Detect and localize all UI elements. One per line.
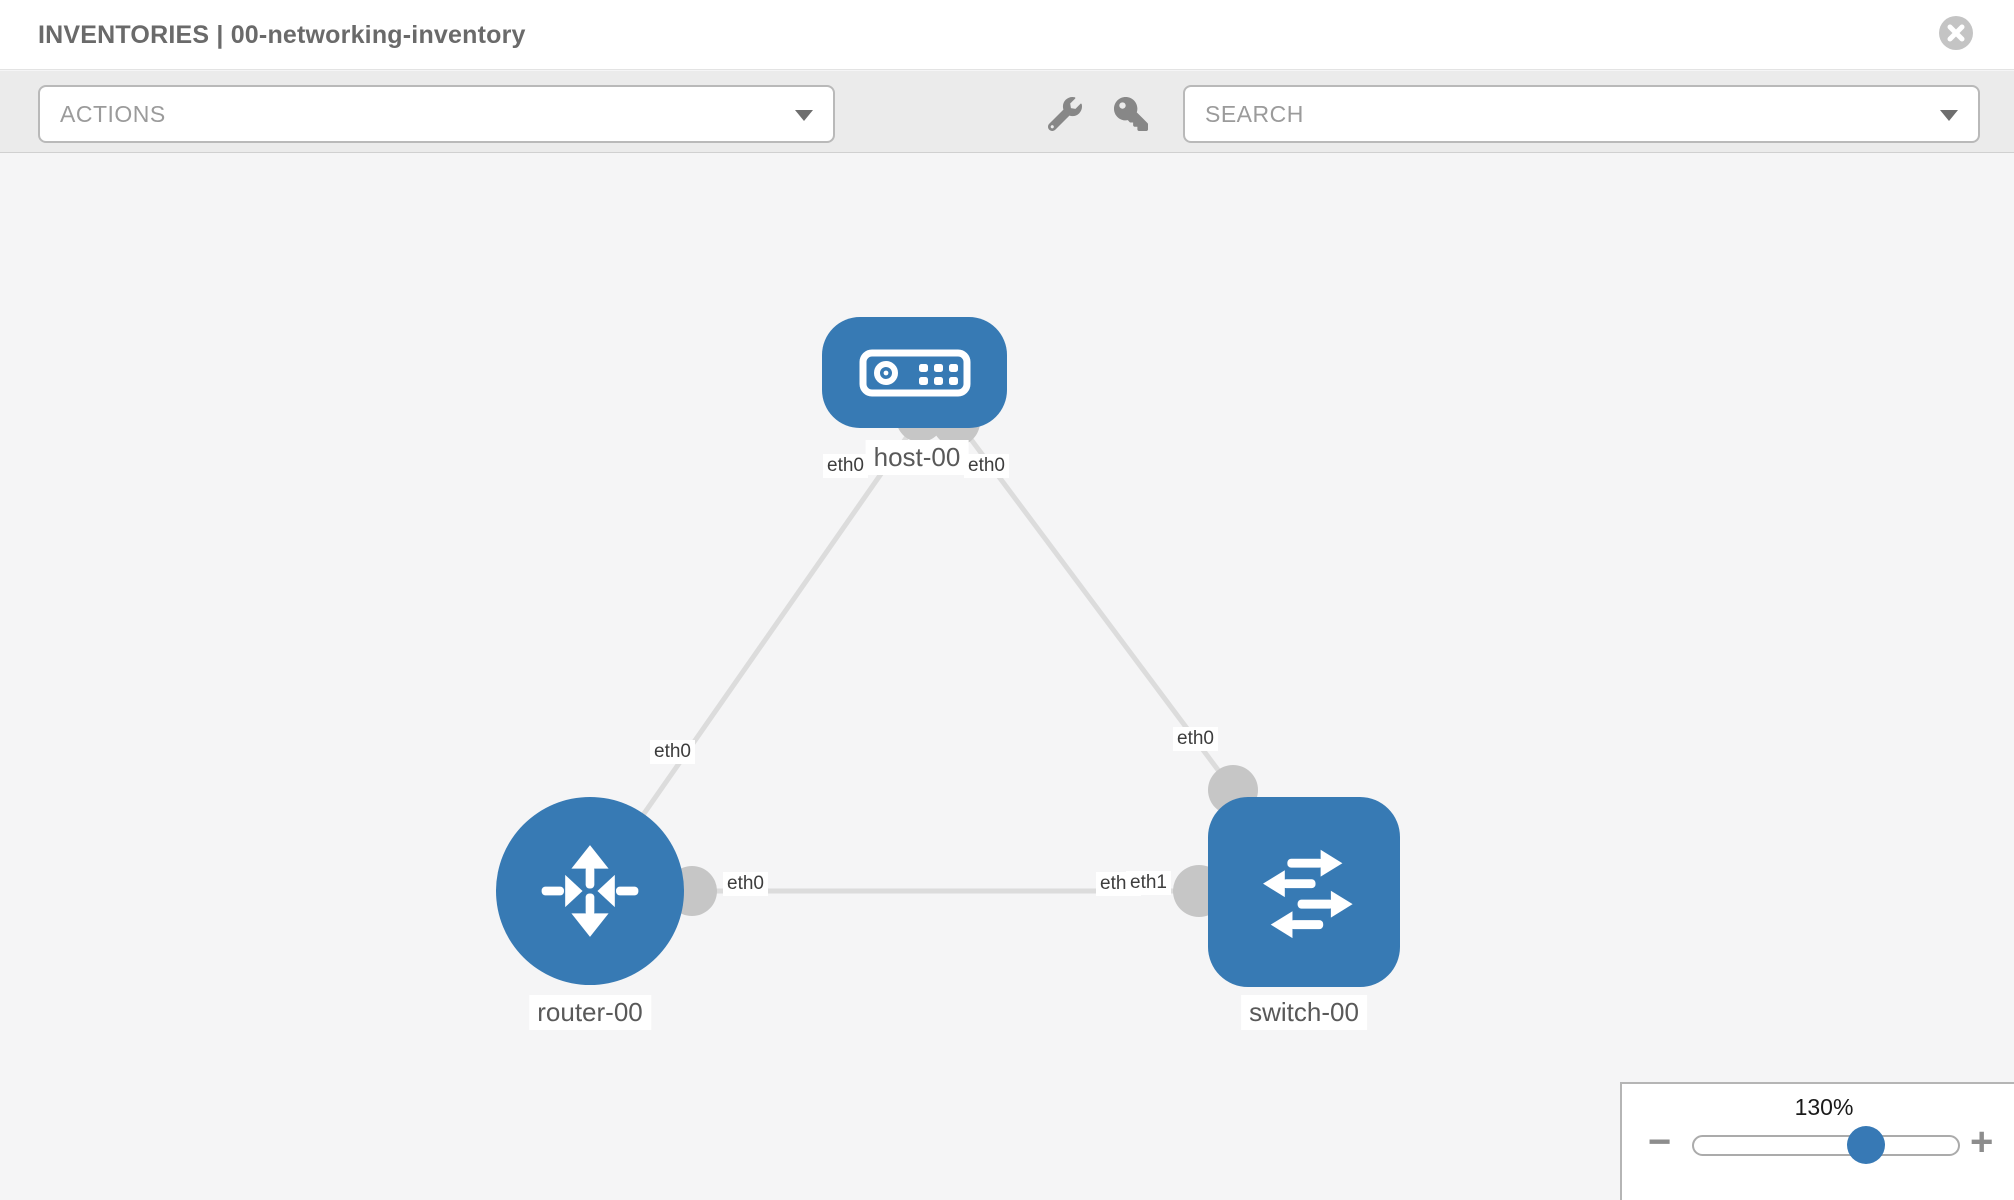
chevron-down-icon [1940, 110, 1958, 121]
node-router-00[interactable] [496, 797, 684, 985]
wrench-icon [1047, 97, 1082, 132]
node-label-router-00: router-00 [529, 995, 651, 1030]
search-dropdown-label: SEARCH [1205, 101, 1304, 127]
zoom-in-button[interactable]: + [1970, 1120, 1994, 1164]
node-host-00[interactable] [822, 317, 1007, 428]
key-icon [1114, 97, 1148, 131]
interface-label-host-eth0-right: eth0 [964, 454, 1009, 478]
search-dropdown[interactable]: SEARCH [1183, 85, 1980, 143]
toolbar: ACTIONS SEARCH [0, 71, 2014, 153]
topology-canvas[interactable]: host-00 router-00 switch-00 eth0 eth0 et… [0, 153, 2014, 1200]
interface-label-switch-eth0: eth0 [1173, 727, 1218, 751]
actions-dropdown-label: ACTIONS [60, 101, 166, 127]
zoom-slider-track[interactable] [1692, 1135, 1960, 1156]
node-label-switch-00: switch-00 [1241, 995, 1367, 1030]
close-button[interactable] [1939, 16, 1973, 50]
interface-label-host-eth0-left: eth0 [823, 454, 868, 478]
node-label-host-00: host-00 [865, 440, 969, 475]
interface-label-router-eth0-uplink: eth0 [650, 740, 695, 764]
zoom-level-label: 130% [1794, 1094, 1854, 1120]
node-switch-00[interactable] [1208, 797, 1400, 987]
topology-links-layer [587, 394, 1304, 917]
router-icon [541, 845, 639, 937]
key-button[interactable] [1114, 97, 1148, 136]
chevron-down-icon [795, 110, 813, 121]
close-icon [1939, 16, 1973, 50]
zoom-out-button[interactable]: − [1648, 1120, 1672, 1164]
page-title: INVENTORIES | 00-networking-inventory [38, 21, 526, 49]
host-icon [859, 349, 970, 396]
header-bar: INVENTORIES | 00-networking-inventory [0, 0, 2014, 70]
link-router-host[interactable] [587, 416, 923, 893]
actions-dropdown[interactable]: ACTIONS [38, 85, 835, 143]
zoom-slider-thumb[interactable] [1847, 1126, 1885, 1164]
switch-icon [1263, 849, 1353, 939]
interface-label-switch-eth1: eth1 [1126, 871, 1171, 895]
zoom-control-panel: 130% − + [1620, 1082, 2014, 1200]
interface-label-router-eth0-lateral: eth0 [723, 872, 768, 896]
wrench-button[interactable] [1047, 97, 1082, 136]
